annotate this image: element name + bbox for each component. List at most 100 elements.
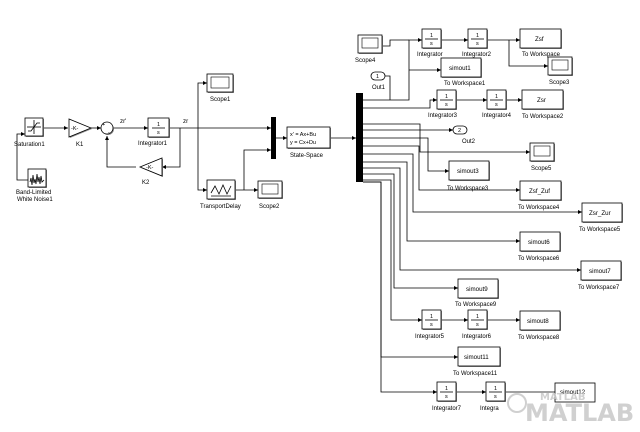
- scope2-block[interactable]: [257, 180, 283, 199]
- wire-zsfzuf: [363, 145, 520, 191]
- svg-text:Zsf_Zuf: Zsf_Zuf: [529, 188, 550, 195]
- noise-block[interactable]: [27, 168, 47, 188]
- transport-delay-label: TransportDelay: [200, 204, 241, 210]
- integrator4-block[interactable]: 1 s: [486, 89, 507, 110]
- out1-label: Out1: [372, 85, 386, 91]
- simout6-block[interactable]: simout6: [519, 231, 561, 252]
- scope4-block[interactable]: [357, 34, 383, 54]
- integrator2-label: Integrator2: [462, 52, 492, 58]
- svg-text:1: 1: [494, 386, 497, 392]
- svg-text:s: s: [476, 41, 479, 47]
- k2-gain-text: -K-: [146, 165, 154, 171]
- zsr-block[interactable]: Zsr: [521, 89, 564, 110]
- wire-simout7: [363, 167, 581, 271]
- noise-label-2: White Noise1: [17, 197, 53, 203]
- svg-text:Zsf: Zsf: [535, 36, 544, 43]
- simout7-block[interactable]: simout7: [580, 260, 622, 281]
- watermark-text: MATLAB: [525, 399, 634, 427]
- integrator1-block[interactable]: 1 s: [147, 117, 170, 138]
- integrator-block[interactable]: 1 s: [421, 28, 442, 49]
- svg-text:s: s: [495, 102, 498, 108]
- scope5-block[interactable]: [529, 142, 555, 162]
- svg-text:s: s: [157, 130, 160, 136]
- zsrzur-block[interactable]: Zsr_Zur: [581, 202, 623, 223]
- wire-transport: [197, 128, 207, 191]
- simout1-block[interactable]: simout1: [440, 57, 482, 78]
- saturation-block[interactable]: [24, 117, 44, 137]
- zsfzuf-label: To Workspace4: [518, 205, 560, 211]
- svg-text:simout6: simout6: [528, 239, 550, 246]
- integrator-label: Integrator: [417, 52, 443, 58]
- wire-simout6: [363, 161, 520, 242]
- integrator3-label: Integrator3: [428, 113, 458, 119]
- svg-text:1: 1: [495, 94, 498, 100]
- k1-gain-block[interactable]: -K-: [68, 118, 93, 138]
- out1-port[interactable]: 1: [370, 71, 386, 81]
- zsr-label: To Workspace2: [522, 114, 564, 120]
- wire-scope4: [382, 39, 409, 47]
- wire-simout3: [363, 137, 449, 172]
- signal-zr-dot: zr': [120, 118, 126, 125]
- svg-text:s: s: [445, 102, 448, 108]
- scope1-label: Scope1: [210, 97, 231, 103]
- svg-text:s: s: [430, 41, 433, 47]
- state-space-block[interactable]: x' = Ax+Bu y = Cx+Du: [286, 126, 331, 149]
- state-space-label: State-Space: [290, 153, 324, 159]
- integrator5-label: Integrator5: [415, 334, 445, 340]
- simout12-block[interactable]: simout12: [554, 382, 596, 403]
- svg-text:1: 1: [157, 122, 160, 128]
- integrator5-block[interactable]: 1 s: [421, 309, 442, 330]
- svg-text:1: 1: [376, 74, 379, 80]
- saturation-label: Saturation1: [14, 142, 45, 148]
- arrowheads: [21, 38, 582, 394]
- simout8-block[interactable]: simout8: [519, 310, 561, 331]
- svg-text:s: s: [445, 394, 448, 400]
- svg-text:2: 2: [458, 128, 461, 134]
- simout3-label: To Workspace3: [447, 186, 489, 192]
- demux-block[interactable]: [356, 93, 363, 182]
- integrator7-block[interactable]: 1 s: [436, 381, 457, 402]
- svg-text:1: 1: [445, 94, 448, 100]
- simout9-block[interactable]: simout9: [457, 278, 499, 299]
- mux-block[interactable]: [271, 117, 276, 159]
- svg-text:simout1: simout1: [449, 65, 471, 72]
- wire-int7: [363, 181, 437, 393]
- zsfzuf-block[interactable]: Zsf_Zuf: [519, 180, 562, 201]
- out2-port[interactable]: 2: [452, 125, 468, 135]
- scope5-label: Scope5: [531, 166, 552, 172]
- scope3-block[interactable]: [547, 56, 573, 76]
- simout11-block[interactable]: simout11: [457, 346, 501, 367]
- integrator2-block[interactable]: 1 s: [467, 28, 488, 49]
- out2-label: Out2: [462, 139, 476, 145]
- scope3-label: Scope3: [549, 80, 570, 86]
- integrator6-block[interactable]: 1 s: [467, 309, 488, 330]
- transport-delay-block[interactable]: [206, 179, 236, 200]
- scope1-block[interactable]: [206, 73, 234, 93]
- wire-transport-mux: [243, 149, 271, 190]
- svg-text:1: 1: [476, 314, 479, 320]
- integrator8-block[interactable]: 1 s: [485, 381, 506, 402]
- sum-block[interactable]: + -: [100, 121, 114, 136]
- simout9-label: To Workspace9: [455, 302, 497, 308]
- wire-int5: [363, 179, 422, 321]
- svg-text:s: s: [476, 322, 479, 328]
- k1-gain-text: -K-: [71, 126, 79, 132]
- integrator3-block[interactable]: 1 s: [436, 89, 457, 110]
- k2-gain-block[interactable]: -K-: [138, 157, 163, 177]
- integrator6-label: Integrator6: [462, 334, 492, 340]
- integrator1-label: Integrator1: [138, 141, 168, 147]
- zsrzur-label: To Workspace5: [579, 227, 621, 233]
- simout7-label: To Workspace7: [578, 285, 620, 291]
- svg-text:simout3: simout3: [457, 168, 479, 175]
- svg-text:-: -: [108, 130, 110, 136]
- integrator4-label: Integrator4: [482, 113, 512, 119]
- wire-noise-saturation: [16, 133, 28, 181]
- simout3-block[interactable]: simout3: [448, 160, 490, 181]
- ss-eq-2: y = Cx+Du: [290, 140, 316, 146]
- simout11-label: To Workspace11: [453, 371, 498, 377]
- wire-k2-sum: [106, 136, 136, 168]
- zsf-block[interactable]: Zsf: [519, 28, 562, 49]
- zsf-label: To Workspace: [522, 52, 561, 58]
- svg-text:simout7: simout7: [589, 268, 611, 275]
